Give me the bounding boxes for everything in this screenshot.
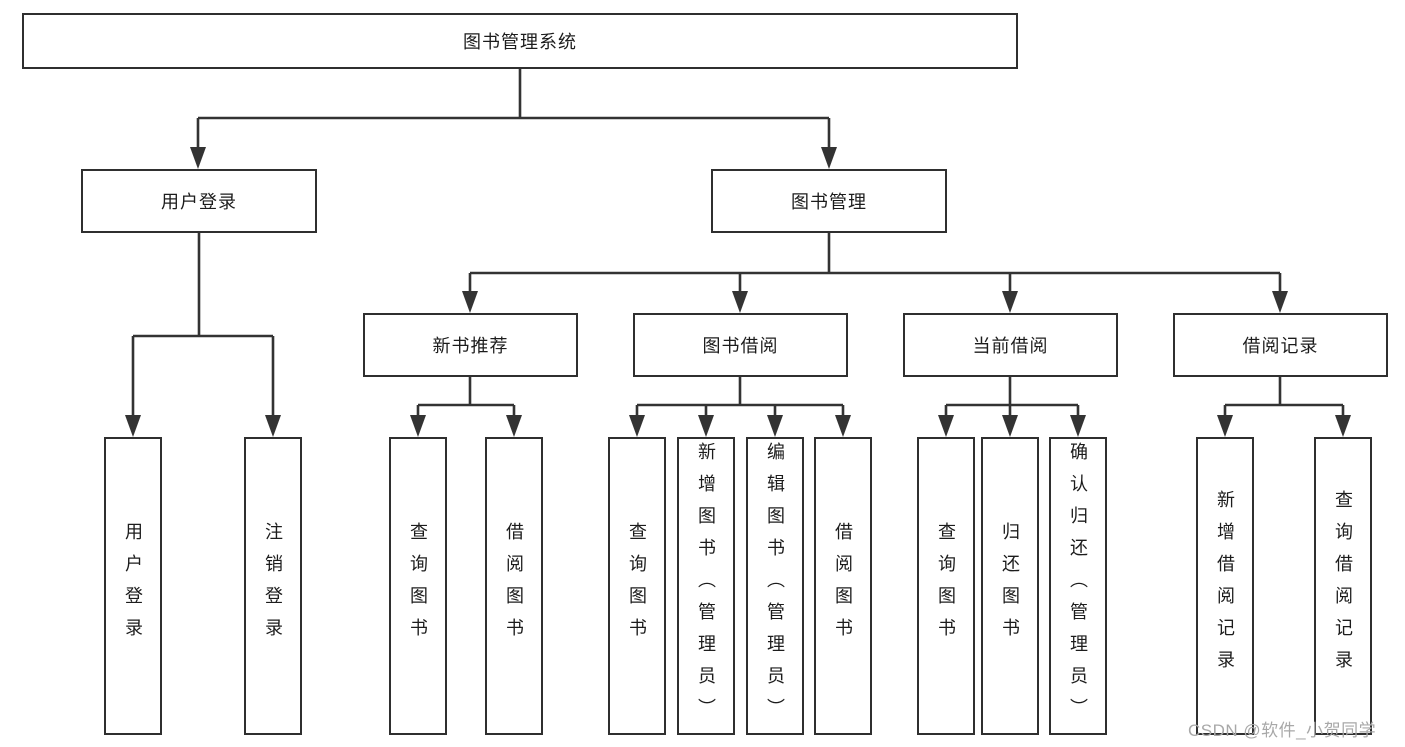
leaf-user-login: 用户登录	[104, 437, 162, 735]
node-user-login-label: 用户登录	[161, 192, 237, 212]
arrow-down-icon	[1002, 415, 1018, 437]
node-current-borrow-label: 当前借阅	[972, 336, 1049, 356]
leaf-user-login-label: 用户登录	[123, 522, 143, 650]
arrow-down-icon	[938, 415, 954, 437]
arrow-down-icon	[1070, 415, 1086, 437]
arrow-down-icon	[821, 147, 837, 169]
leaf-borrow-books: 借阅图书	[814, 437, 872, 735]
arrow-down-icon	[1002, 291, 1018, 313]
node-book-management-label: 图书管理	[791, 192, 867, 212]
arrow-down-icon	[629, 415, 645, 437]
leaf-logout: 注销登录	[244, 437, 302, 735]
node-borrow-records: 借阅记录	[1173, 313, 1388, 377]
leaf-return-books-label: 归还图书	[1000, 522, 1020, 650]
node-user-login: 用户登录	[81, 169, 317, 233]
arrow-down-icon	[767, 415, 783, 437]
leaf-query-borrow-record: 查询借阅记录	[1314, 437, 1372, 735]
leaf-query-books-recommend: 查询图书	[389, 437, 447, 735]
arrow-down-icon	[1272, 291, 1288, 313]
leaf-query-books-borrow: 查询图书	[608, 437, 666, 735]
leaf-return-books: 归还图书	[981, 437, 1039, 735]
node-new-book-recommend-label: 新书推荐	[432, 336, 509, 356]
leaf-logout-label: 注销登录	[263, 522, 283, 650]
arrow-down-icon	[265, 415, 281, 437]
leaf-edit-book-admin-label: 编辑图书（管理员）	[765, 442, 785, 730]
node-book-borrow-label: 图书借阅	[702, 336, 779, 356]
node-borrow-records-label: 借阅记录	[1242, 336, 1319, 356]
arrow-down-icon	[125, 415, 141, 437]
leaf-query-books-current: 查询图书	[917, 437, 975, 735]
leaf-add-book-admin: 新增图书（管理员）	[677, 437, 735, 735]
node-book-management: 图书管理	[711, 169, 947, 233]
node-root-label: 图书管理系统	[463, 32, 577, 52]
arrow-down-icon	[190, 147, 206, 169]
leaf-add-borrow-record-label: 新增借阅记录	[1215, 490, 1235, 682]
arrow-down-icon	[732, 291, 748, 313]
leaf-borrow-books-label: 借阅图书	[833, 522, 853, 650]
arrow-down-icon	[698, 415, 714, 437]
leaf-borrow-books-recommend: 借阅图书	[485, 437, 543, 735]
leaf-confirm-return-admin-label: 确认归还（管理员）	[1068, 442, 1088, 730]
leaf-add-borrow-record: 新增借阅记录	[1196, 437, 1254, 735]
arrow-down-icon	[506, 415, 522, 437]
node-new-book-recommend: 新书推荐	[363, 313, 578, 377]
node-book-borrow: 图书借阅	[633, 313, 848, 377]
arrow-down-icon	[835, 415, 851, 437]
leaf-query-books-current-label: 查询图书	[936, 522, 956, 650]
leaf-edit-book-admin: 编辑图书（管理员）	[746, 437, 804, 735]
leaf-add-book-admin-label: 新增图书（管理员）	[696, 442, 716, 730]
arrow-down-icon	[1217, 415, 1233, 437]
leaf-query-books-borrow-label: 查询图书	[627, 522, 647, 650]
leaf-query-borrow-record-label: 查询借阅记录	[1333, 490, 1353, 682]
leaf-confirm-return-admin: 确认归还（管理员）	[1049, 437, 1107, 735]
node-current-borrow: 当前借阅	[903, 313, 1118, 377]
csdn-watermark: CSDN @软件_小贺同学	[1188, 721, 1377, 740]
node-root-system: 图书管理系统	[22, 13, 1018, 69]
arrow-down-icon	[1335, 415, 1351, 437]
leaf-borrow-books-recommend-label: 借阅图书	[504, 522, 524, 650]
leaf-query-books-recommend-label: 查询图书	[408, 522, 428, 650]
arrow-down-icon	[410, 415, 426, 437]
arrow-down-icon	[462, 291, 478, 313]
